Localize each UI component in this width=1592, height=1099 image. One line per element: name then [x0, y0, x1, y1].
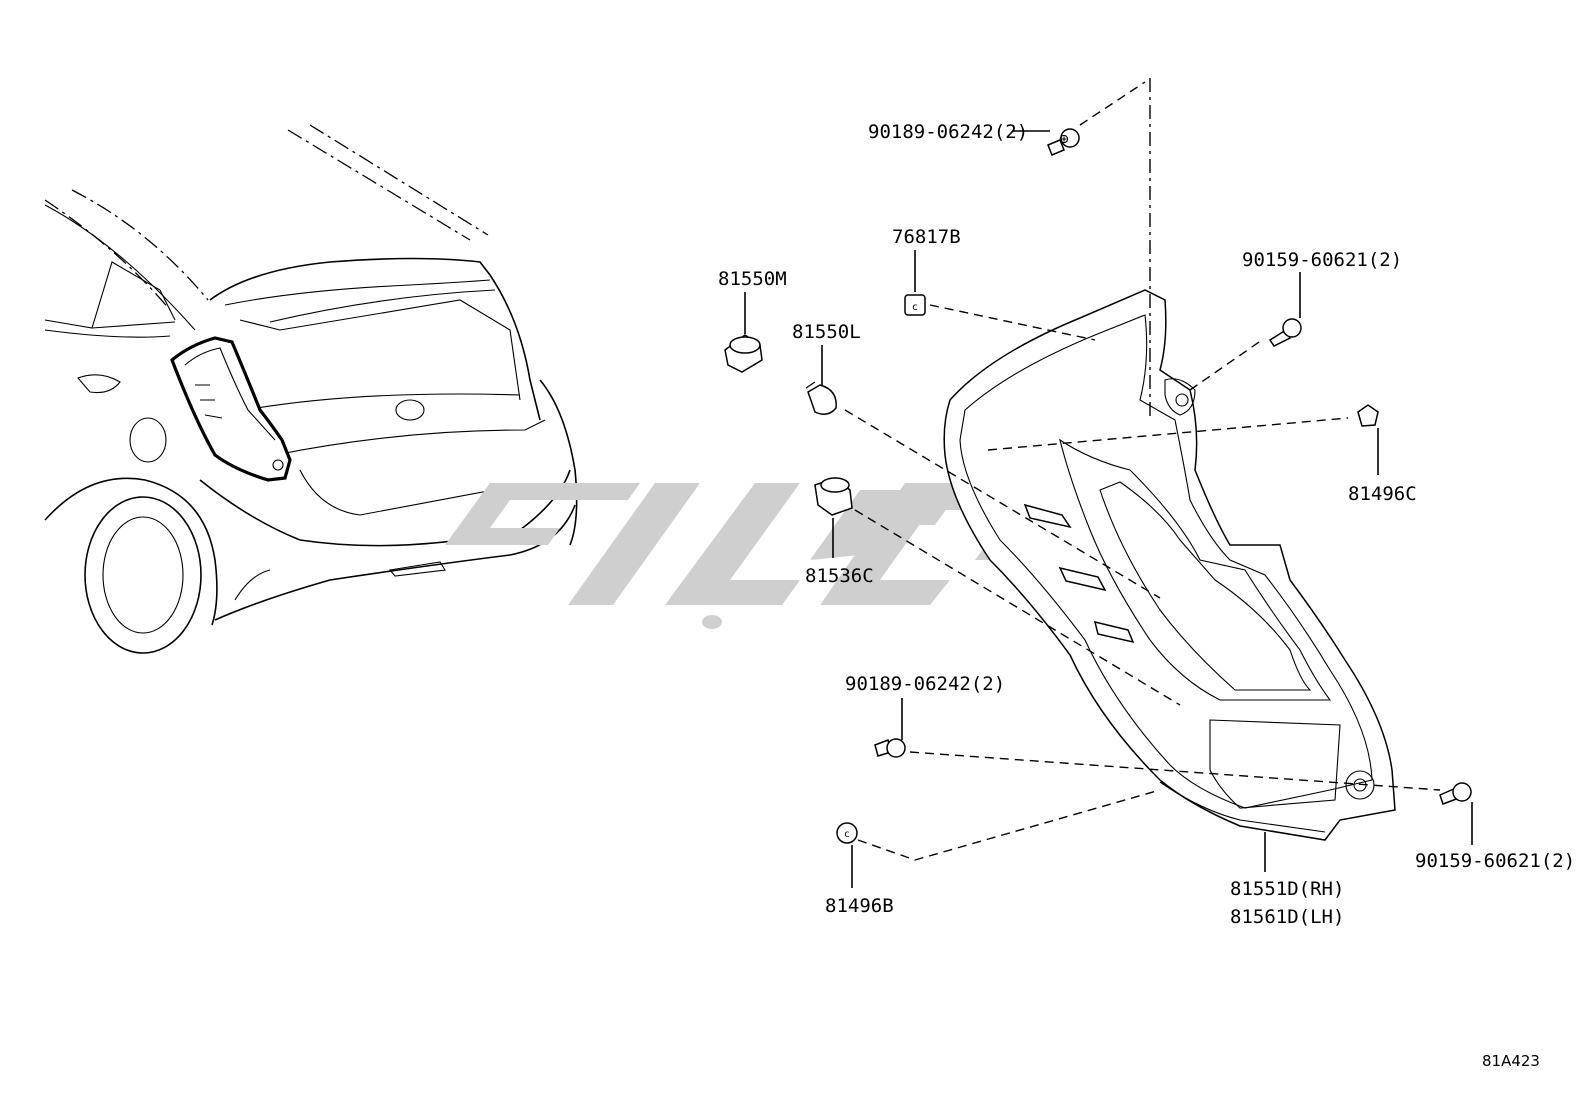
svg-text:c: c — [844, 829, 850, 840]
label-grommet-81496b: 81496B — [825, 895, 894, 917]
label-socket-81550m: 81550M — [718, 268, 787, 290]
diagram-reference: 81A423 — [1482, 1052, 1540, 1070]
socket-81536c[interactable] — [814, 477, 853, 516]
label-screw-top: 90189-06242(2) — [868, 121, 1028, 143]
label-screw-right-bottom: 90159-60621(2) — [1415, 850, 1575, 872]
screw-top[interactable]: ⊕ — [1047, 128, 1080, 156]
screw-bottom[interactable] — [874, 738, 906, 758]
screw-right-bottom[interactable] — [1439, 782, 1472, 805]
grommet-81496b[interactable]: c — [836, 822, 858, 844]
svg-text:c: c — [912, 302, 918, 313]
label-lamp-rh: 81551D(RH) — [1230, 878, 1344, 900]
label-screw-right-top: 90159-60621(2) — [1242, 249, 1402, 271]
label-bulb-81550l: 81550L — [792, 321, 861, 343]
vehicle-outline — [44, 124, 578, 654]
clip-76817b[interactable]: c — [904, 294, 926, 316]
label-socket-81536c: 81536C — [805, 565, 874, 587]
screw-right-top[interactable] — [1268, 318, 1302, 347]
leader-lines — [744, 78, 1473, 888]
label-screw-bottom: 90189-06242(2) — [845, 673, 1005, 695]
grommet-81496c[interactable] — [1357, 404, 1379, 427]
rear-combination-lamp[interactable] — [943, 289, 1396, 841]
socket-81550m[interactable] — [724, 334, 763, 373]
label-clip-76817b: 76817B — [892, 226, 961, 248]
svg-text:⊕: ⊕ — [1059, 129, 1069, 148]
label-lamp-lh: 81561D(LH) — [1230, 906, 1344, 928]
label-grommet-81496c: 81496C — [1348, 483, 1417, 505]
bulb-81550l[interactable] — [805, 381, 837, 415]
